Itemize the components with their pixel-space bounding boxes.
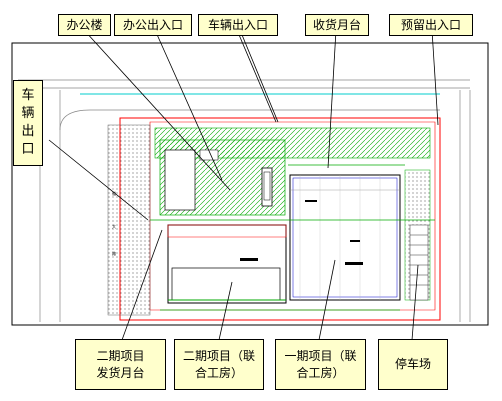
leader-lines: [48, 29, 439, 341]
callout-vehicle-exit: 车 辆 出 口: [13, 80, 43, 166]
phase1-building: [289, 174, 401, 301]
office-zone: [159, 139, 286, 216]
green-site-lines: [150, 164, 435, 311]
road-network: [18, 79, 471, 322]
callout-receiving-dock: 收货月台: [305, 14, 369, 36]
callout-parking: 停车场: [378, 339, 448, 390]
callout-vehicle-entrance: 车辆出入口: [198, 14, 278, 36]
callout-phase1-joint-plant: 一期项目（联 合工房）: [275, 339, 366, 390]
west-planting: [107, 124, 151, 316]
phase2-building: [167, 224, 287, 304]
svg-text:路: 路: [112, 250, 116, 256]
callout-office-entrance: 办公出入口: [114, 14, 192, 36]
callout-phase2-shipping-dock: 二期项目 发货月台: [75, 339, 166, 390]
svg-text:大: 大: [112, 223, 116, 229]
callout-reserved-entrance: 预留出入口: [389, 14, 473, 36]
parking-lot: [409, 224, 429, 301]
callout-office-building: 办公楼: [58, 14, 111, 36]
callout-phase2-joint-plant: 二期项目（联 合工房）: [174, 339, 264, 390]
